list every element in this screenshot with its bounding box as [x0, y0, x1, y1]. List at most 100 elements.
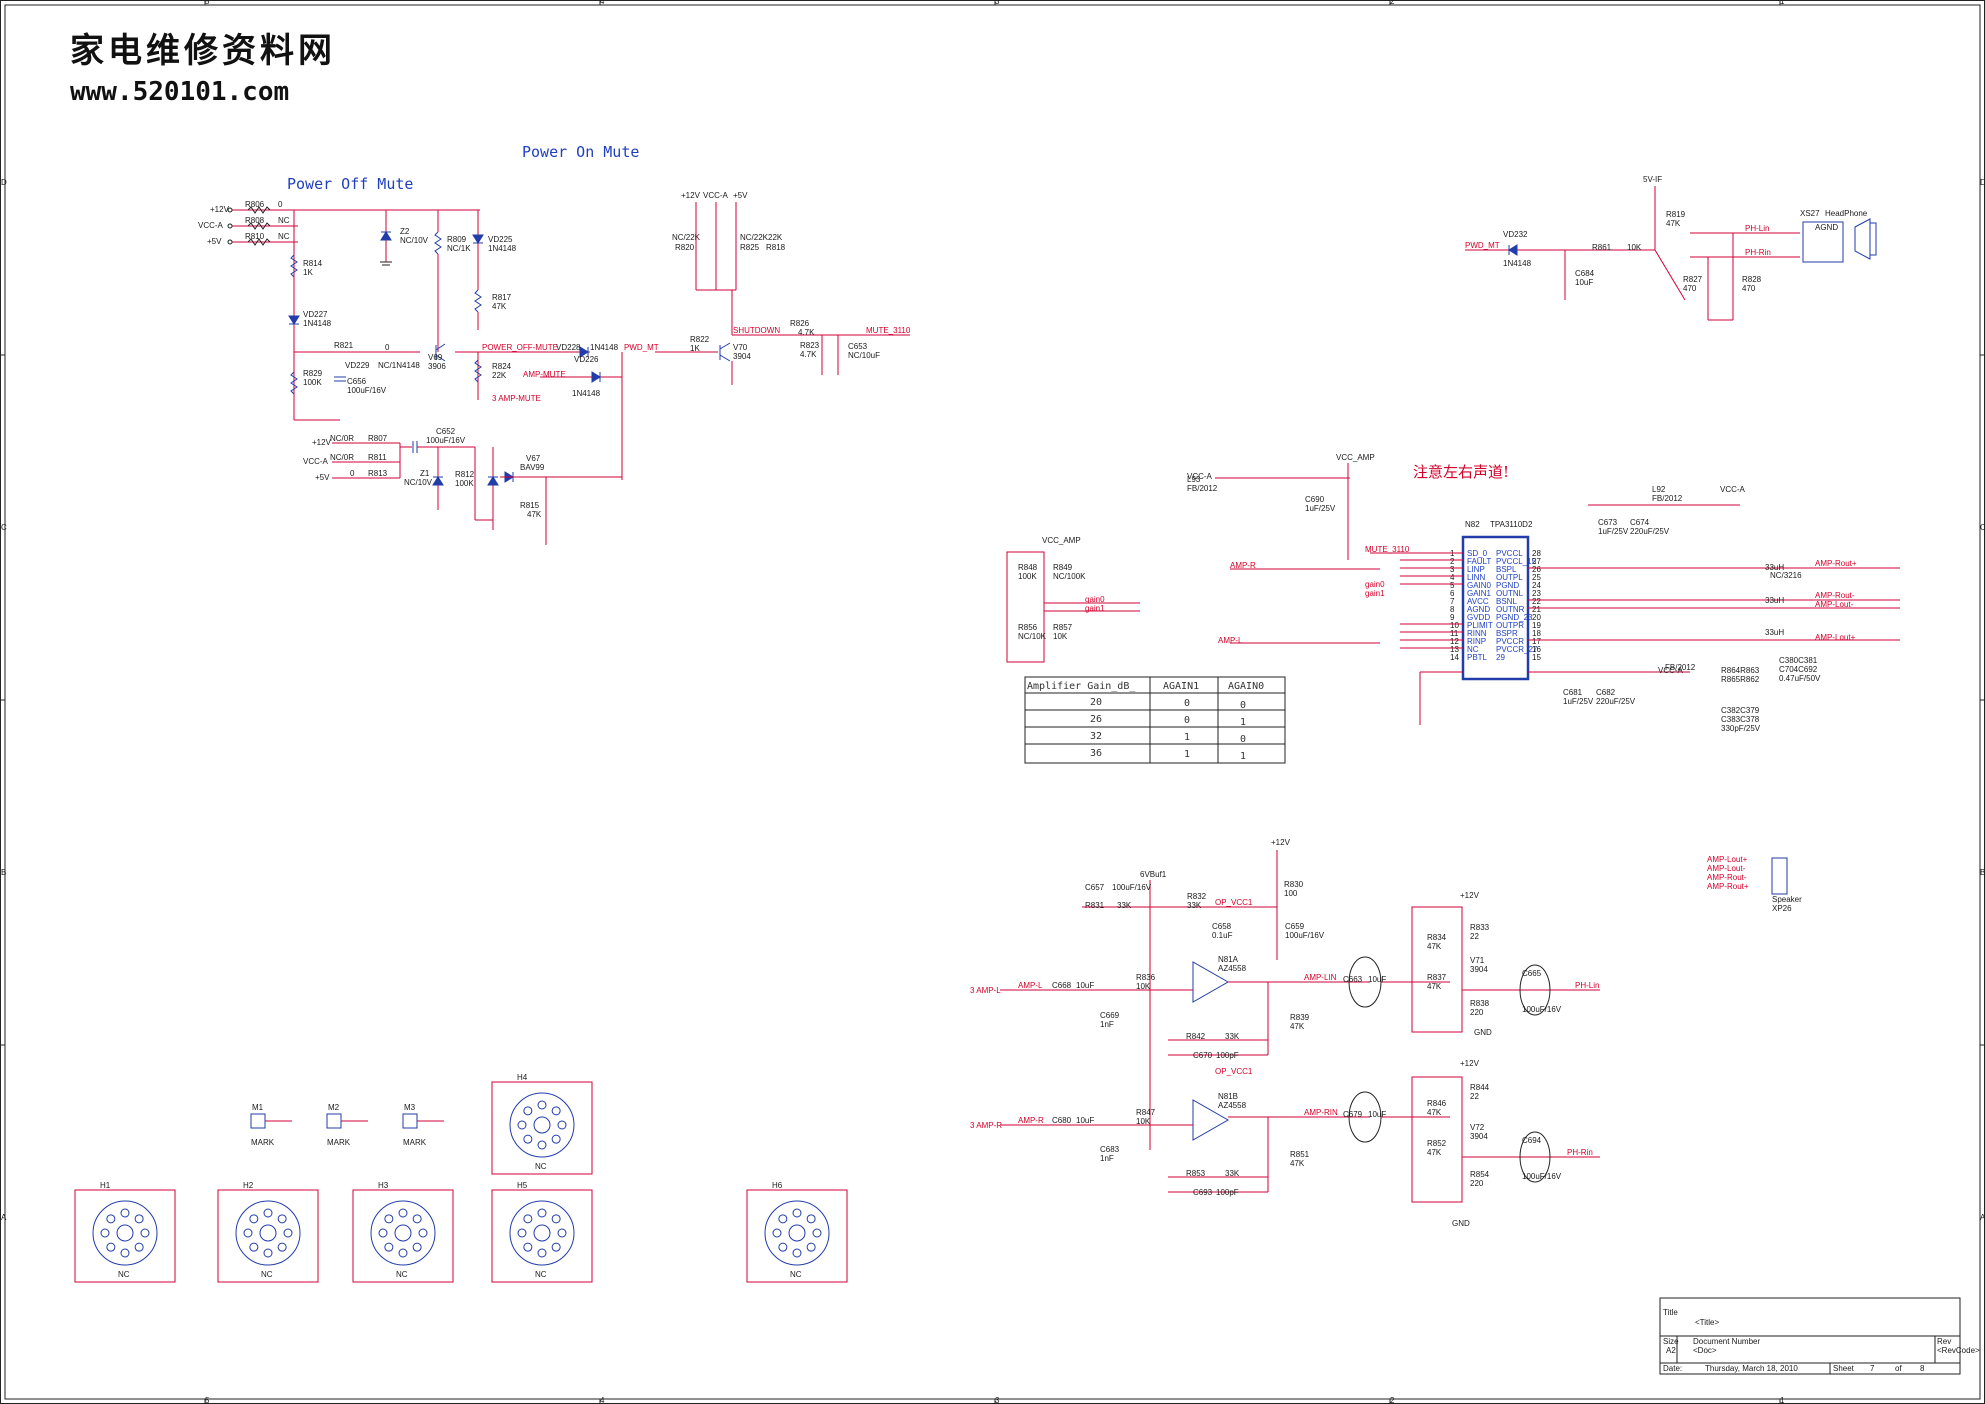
net-amp-lout-p: AMP-Lout+	[1815, 633, 1856, 642]
r828-value: 470	[1742, 284, 1756, 293]
r848-label: R848	[1018, 563, 1038, 572]
n81b-value: AZ4558	[1218, 1101, 1247, 1110]
net-gnd: GND	[1474, 1028, 1492, 1037]
date-label: Date:	[1663, 1364, 1682, 1373]
r832-value: 33K	[1187, 901, 1202, 910]
v71-value: 3904	[1470, 965, 1488, 974]
tpa-pin-name: LINN	[1467, 573, 1485, 582]
gain-table: Amplifier Gain_dB_ AGAIN1 AGAIN0 20 0 0 …	[1024, 676, 1286, 764]
net-5v-2: +5V	[315, 473, 330, 482]
tpa-pin-name: PLIMIT	[1467, 621, 1493, 630]
net-ph-rin-2: PH-Rin	[1567, 1148, 1593, 1157]
r832-label: R832	[1187, 892, 1207, 901]
r839-label: R839	[1290, 1013, 1310, 1022]
c674-label: C674	[1630, 518, 1650, 527]
r837-label: R837	[1427, 973, 1447, 982]
r861-value: 10K	[1627, 243, 1642, 252]
tpa-pin-number: 18	[1532, 629, 1541, 638]
tpa-pin-name: RINN	[1467, 629, 1487, 638]
c658-value: 0.1uF	[1212, 931, 1233, 940]
net-12v-3: +12V	[681, 191, 701, 200]
tpa-pin-number: 13	[1450, 645, 1459, 654]
tpa-pin-name: PVCCL_15	[1496, 557, 1537, 566]
tpa-pin-number: 17	[1532, 637, 1541, 646]
r842-label: R842	[1186, 1032, 1206, 1041]
title-label: Title	[1663, 1308, 1678, 1317]
speaker-rout-p2: AMP-Rout+	[1707, 882, 1749, 891]
net-vcc-amp-2: VCC_AMP	[1042, 536, 1081, 545]
gain-table-cell: 0	[1184, 715, 1190, 726]
of-value: 8	[1920, 1364, 1925, 1373]
gain-table-cell: 20	[1090, 697, 1102, 708]
c673-label: C673	[1598, 518, 1618, 527]
r847-label: R847	[1136, 1108, 1156, 1117]
vd225-label: VD225	[488, 235, 513, 244]
c694-label: C694	[1522, 1136, 1542, 1145]
net-gain1-2: gain1	[1085, 604, 1105, 613]
r806-label: R806	[245, 200, 265, 209]
net-amp-l-2: AMP-L	[1018, 981, 1043, 990]
gain-table-header: AGAIN1	[1163, 681, 1199, 692]
net-power-off-mute: POWER_OFF-MUTE	[482, 343, 558, 352]
c679-value: 10uF	[1368, 1110, 1386, 1119]
net-vcca-3: VCC-A	[703, 191, 729, 200]
r814-label: R814	[303, 259, 323, 268]
c663-value: 10uF	[1368, 975, 1386, 984]
l92-label: L92	[1652, 485, 1666, 494]
r861-label: R861	[1592, 243, 1612, 252]
r851-value: 47K	[1290, 1159, 1305, 1168]
xs27-label: XS27	[1800, 209, 1820, 218]
c704-label: C704C692	[1779, 665, 1818, 674]
frame-row-label: A	[1980, 1213, 1985, 1222]
c679-label: C679	[1343, 1110, 1363, 1119]
opamp-n81a	[1192, 961, 1230, 1003]
r837-value: 47K	[1427, 982, 1442, 991]
frame-row-label: C	[1, 523, 7, 532]
vd228-value: 1N4148	[590, 343, 619, 352]
r820-label: R820	[675, 243, 695, 252]
gain-table-header: AGAIN0	[1228, 681, 1264, 692]
m3-label: M3	[404, 1103, 416, 1112]
vd225-value: 1N4148	[488, 244, 517, 253]
net-12v-2: +12V	[312, 438, 332, 447]
r853-label: R853	[1186, 1169, 1206, 1178]
tpa-pin-number: 12	[1450, 637, 1459, 646]
r852-value: 47K	[1427, 1148, 1442, 1157]
r808-value: NC	[278, 216, 290, 225]
v69-label: V69	[428, 353, 443, 362]
inductor-value: 33uH	[1765, 563, 1784, 572]
c663-label: C663	[1343, 975, 1363, 984]
tpa-pin-number: 21	[1532, 605, 1541, 614]
m1-label: M1	[252, 1103, 264, 1112]
net-vcca-2: VCC-A	[303, 457, 329, 466]
net-vcca-6: VCC-A	[1658, 666, 1684, 675]
tpa-pin-number: 5	[1450, 581, 1455, 590]
tpa-pin-name: OUTNR	[1496, 605, 1525, 614]
r857-label: R857	[1053, 623, 1073, 632]
r844-label: R844	[1470, 1083, 1490, 1092]
vd232-label: VD232	[1503, 230, 1528, 239]
tpa-pin-number: 26	[1532, 565, 1541, 574]
frame-col-label: 3	[995, 0, 1000, 6]
c668-value: 10uF	[1076, 981, 1094, 990]
c683-value: 1nF	[1100, 1154, 1114, 1163]
r851-label: R851	[1290, 1150, 1310, 1159]
tpa-pin-number: 20	[1532, 613, 1541, 622]
hole-value: NC	[790, 1270, 802, 1279]
r821-label: R821	[334, 341, 354, 350]
tpa-pin-name: PBTL	[1467, 653, 1488, 662]
net-amp-rin: AMP-RIN	[1304, 1108, 1338, 1117]
frame-col-label: 4	[600, 1396, 605, 1404]
net-shutdown: SHUTDOWN	[733, 326, 780, 335]
frame-col-label: 4	[600, 0, 605, 6]
c690-label: C690	[1305, 495, 1325, 504]
v71-label: V71	[1470, 956, 1485, 965]
r826-label: R826	[790, 319, 810, 328]
net-ph-lin-2: PH-Lin	[1575, 981, 1599, 990]
r810-value: NC	[278, 232, 290, 241]
mark-symbols: M1 MARK M2 MARK M3 MARK	[250, 1103, 444, 1147]
tpa-pin-name: PGND_23	[1496, 613, 1533, 622]
c657-value: 100uF/16V	[1112, 883, 1152, 892]
